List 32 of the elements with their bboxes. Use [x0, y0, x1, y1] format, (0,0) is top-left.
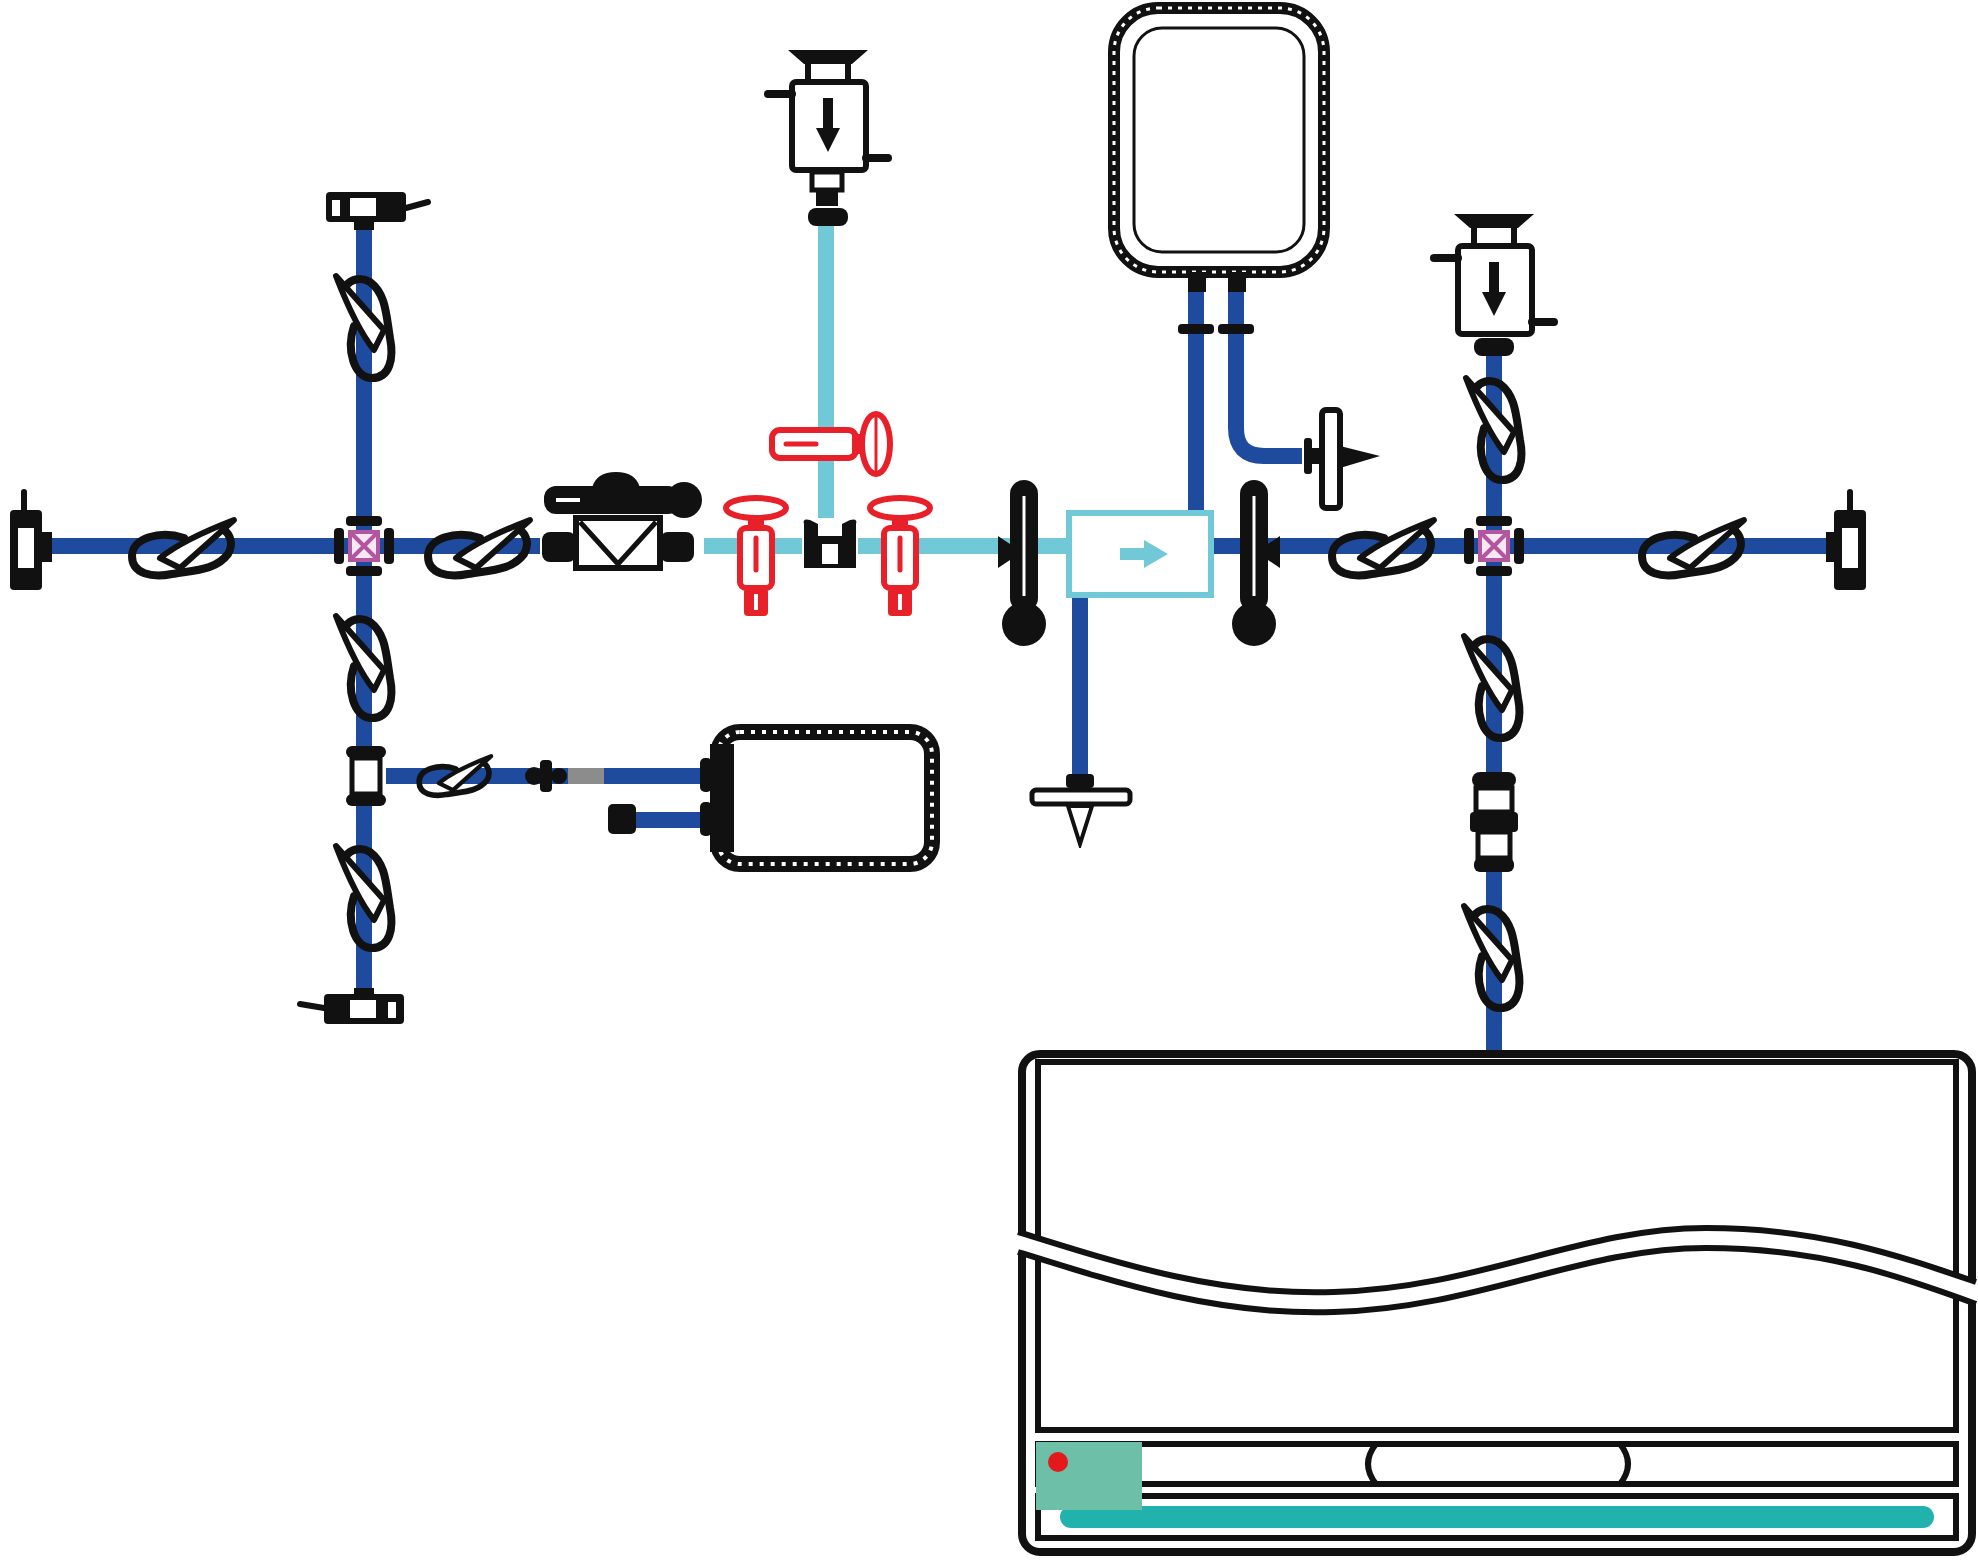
disc-filter [1028, 774, 1134, 848]
tube-line [1486, 356, 1502, 530]
drip-chamber [1430, 214, 1558, 356]
tube-line [380, 538, 540, 554]
fluid-bag [1106, 2, 1330, 292]
t-connector [346, 746, 386, 806]
valve-drawing [540, 470, 704, 572]
tube-line [1486, 562, 1502, 1050]
y-connector [802, 518, 858, 570]
tube-line [386, 768, 700, 784]
tube-line [1510, 538, 1826, 554]
device-drawing [1016, 1050, 1978, 1556]
junction-symbol [1478, 530, 1510, 562]
junction-symbol [348, 530, 380, 562]
tube-cap [324, 190, 432, 230]
tube-cap [296, 988, 404, 1024]
tube-line [1188, 292, 1204, 510]
fluid-bag [700, 724, 940, 872]
tube-line [1214, 538, 1478, 554]
end-connector [1826, 488, 1866, 592]
end-connector [8, 488, 52, 592]
tube-line [52, 538, 348, 554]
tube-line [356, 562, 372, 746]
tube-line [356, 806, 372, 988]
port-cap [608, 804, 636, 834]
tube-line [818, 226, 834, 518]
flow-chamber [1066, 510, 1214, 598]
drip-chamber [764, 50, 892, 226]
tube-line [636, 812, 700, 828]
tube-line [356, 230, 372, 530]
t-filter [1302, 406, 1382, 512]
tube-line [1072, 598, 1088, 774]
